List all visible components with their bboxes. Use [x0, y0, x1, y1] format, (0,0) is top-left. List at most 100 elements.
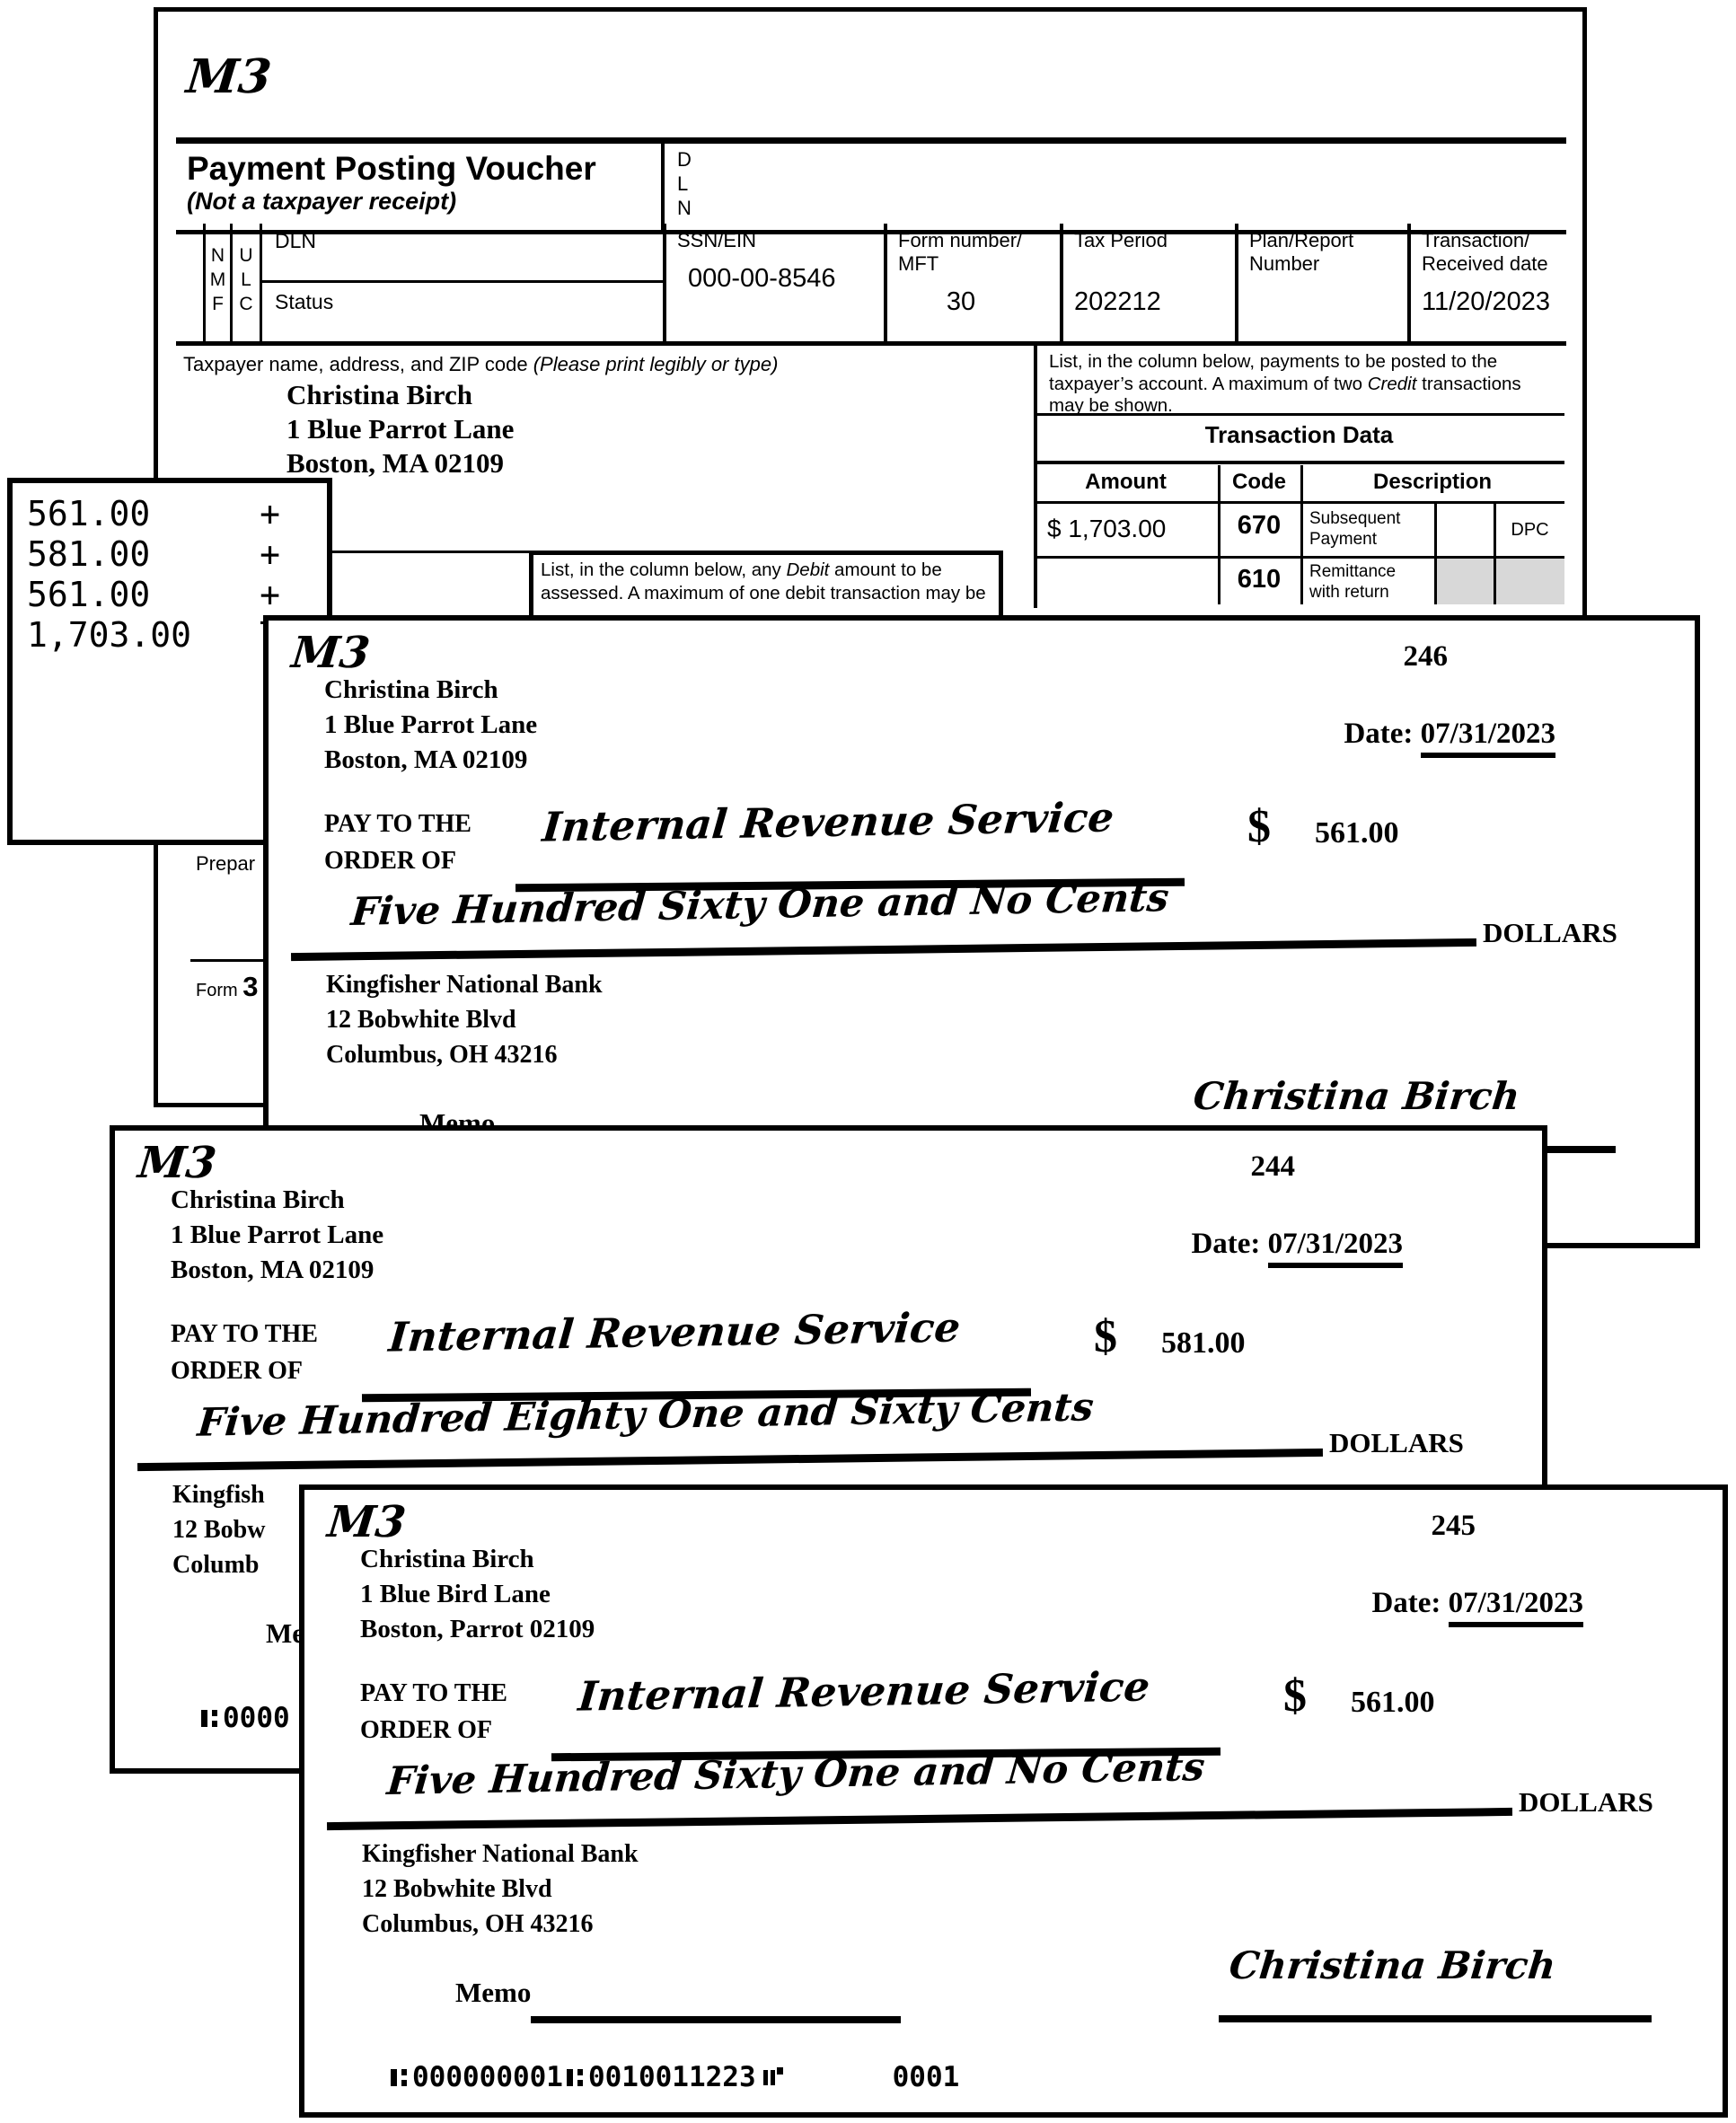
dln-letter: L — [677, 172, 689, 195]
dln-letter: N — [677, 197, 692, 219]
date-value: 07/31/2023 — [1420, 718, 1555, 758]
pay-to-the-order-of: PAY TO THE ORDER OF — [324, 806, 471, 879]
check-date: Date: 07/31/2023 — [1191, 1228, 1403, 1268]
tape-operator: + — [260, 575, 280, 614]
payer-name: Christina Birch — [324, 675, 498, 704]
dpc-label: DPC — [1511, 520, 1549, 540]
dln-vertical-label: D L N — [665, 144, 692, 230]
debit-instructions-text: List, in the column below, any — [541, 559, 787, 580]
form-footer: Form 3 — [196, 971, 258, 1003]
form-footer-label: Form — [196, 981, 238, 1000]
memo-underline — [531, 2016, 901, 2023]
taxpayer-address1: 1 Blue Parrot Lane — [286, 413, 515, 445]
payer-name: Christina Birch — [360, 1545, 534, 1573]
nmf-box: N M F — [203, 224, 233, 341]
bank-block: Kingfisher National Bank 12 Bobwhite Blv… — [326, 967, 603, 1072]
status-field-label: Status — [275, 290, 334, 313]
tape-row: 561.00 + — [13, 575, 327, 615]
payee-text: Internal Revenue Service — [576, 1662, 1152, 1721]
ssn-ein-value: 000-00-8546 — [688, 264, 836, 293]
taxpayer-address2: Boston, MA 02109 — [286, 447, 504, 479]
debit-instructions-text2: amount to be assessed. A maximum of one … — [541, 559, 986, 603]
ulc-letter: U — [239, 245, 253, 266]
payer-address2: Boston, MA 02109 — [324, 745, 528, 774]
tape-value: 561.00 — [27, 494, 151, 533]
voucher-subtitle: (Not a taxpayer receipt) — [187, 188, 457, 215]
bank-name: Kingfisher National Bank — [362, 1840, 639, 1868]
micr-transit-icon — [566, 2064, 585, 2091]
transaction-row1-amount: $ 1,703.00 — [1047, 515, 1167, 542]
micr-check-number: 0001 — [892, 2061, 960, 2093]
plan-report-label: Plan/Report Number — [1249, 229, 1354, 275]
nmf-letter: F — [212, 294, 224, 314]
amount-numeric: 561.00 — [1351, 1686, 1435, 1719]
date-value: 07/31/2023 — [1267, 1228, 1403, 1268]
tax-period-field: Tax Period 202212 — [1063, 224, 1238, 341]
received-date-field: Transaction/ Received date 11/20/2023 — [1411, 224, 1566, 341]
date-label: Date: — [1344, 718, 1414, 750]
check-number: 244 — [1250, 1150, 1296, 1183]
nmf-letter: M — [209, 269, 226, 290]
amount-words-handwritten: Five Hundred Sixty One and No Cents — [349, 876, 1171, 935]
voucher-title-cell: Payment Posting Voucher (Not a taxpayer … — [176, 144, 665, 230]
dollars-underline — [326, 1807, 1513, 1831]
dollar-sign: $ — [1283, 1670, 1307, 1722]
tape-value: 561.00 — [27, 575, 151, 614]
check-handwritten-marker: M3 — [136, 1138, 219, 1188]
micr-line: 000000001 0010011223 0001 — [387, 2061, 959, 2093]
form-number-value: 30 — [946, 287, 976, 316]
micr-transit-icon — [201, 1705, 219, 1731]
bank-address1-partial: 12 Bobw — [172, 1516, 266, 1544]
payer-address2: Boston, MA 02109 — [171, 1255, 375, 1284]
transaction-row1-description: Subsequent Payment — [1309, 509, 1401, 549]
form-footer-number: 3 — [242, 971, 259, 1002]
pay-to-the-order-of: PAY TO THE ORDER OF — [171, 1316, 318, 1389]
tax-period-label: Tax Period — [1074, 229, 1168, 251]
dln-field-label: DLN — [262, 224, 663, 283]
signature-underline — [1219, 2015, 1652, 2022]
credit-instructions-text2: transactions may be shown. — [1049, 373, 1521, 417]
description-column-header: Description — [1372, 470, 1493, 494]
bank-address1: 12 Bobwhite Blvd — [326, 1006, 516, 1034]
table-rule — [1034, 556, 1564, 559]
credit-instructions: List, in the column below, payments to b… — [1049, 351, 1548, 418]
pay-to-the-order-of: PAY TO THE ORDER OF — [360, 1675, 507, 1749]
bank-block-partial: Kingfish 12 Bobw Columb — [172, 1477, 265, 1582]
check-date: Date: 07/31/2023 — [1344, 718, 1555, 758]
dln-status-column: DLN Status — [262, 224, 666, 341]
dollars-underline — [290, 938, 1477, 962]
table-column-rule — [1434, 504, 1437, 604]
amount-words-text: Five Hundred Sixty One and No Cents — [384, 1745, 1207, 1804]
taxpayer-label-text: Taxpayer name, address, and ZIP code — [183, 353, 533, 375]
tape-operator: + — [260, 534, 280, 574]
nmf-letter: N — [210, 245, 225, 266]
transaction-table-top-rule — [1034, 413, 1564, 416]
credit-word-italic: Credit — [1367, 373, 1417, 394]
bank-name-partial: Kingfish — [172, 1481, 265, 1509]
bank-address2: Columbus, OH 43216 — [326, 1041, 558, 1069]
form-number-field: Form number/ MFT 30 — [887, 224, 1063, 341]
payer-address1: 1 Blue Parrot Lane — [324, 710, 538, 739]
taxpayer-name: Christina Birch — [286, 379, 472, 410]
form-number-label: Form number/ MFT — [898, 229, 1023, 275]
preparer-label-partial: Prepar — [196, 852, 256, 875]
micr-digits-partial: 0000 — [223, 1702, 290, 1734]
micr-transit-icon — [391, 2064, 409, 2091]
pay-to-line2: ORDER OF — [360, 1716, 492, 1744]
taxpayer-name-block: Christina Birch 1 Blue Parrot Lane Bosto… — [286, 378, 514, 480]
table-column-rule — [1300, 465, 1303, 604]
payer-address1: 1 Blue Parrot Lane — [171, 1220, 384, 1249]
pay-to-line1: PAY TO THE — [324, 810, 471, 838]
credit-panel-divider — [1034, 346, 1037, 608]
received-date-value: 11/20/2023 — [1422, 287, 1550, 316]
amount-words-handwritten: Five Hundred Eighty One and Sixty Cents — [196, 1385, 1096, 1445]
dollar-sign: $ — [1247, 801, 1271, 852]
check-date: Date: 07/31/2023 — [1371, 1587, 1583, 1627]
table-column-rule — [1218, 465, 1220, 604]
credit-instructions-text: List, in the column below, payments to b… — [1049, 351, 1498, 394]
payee-text: Internal Revenue Service — [386, 1303, 963, 1361]
payee-handwritten: Internal Revenue Service — [541, 793, 1116, 850]
pay-to-line2: ORDER OF — [324, 847, 456, 875]
date-value: 07/31/2023 — [1448, 1587, 1583, 1627]
